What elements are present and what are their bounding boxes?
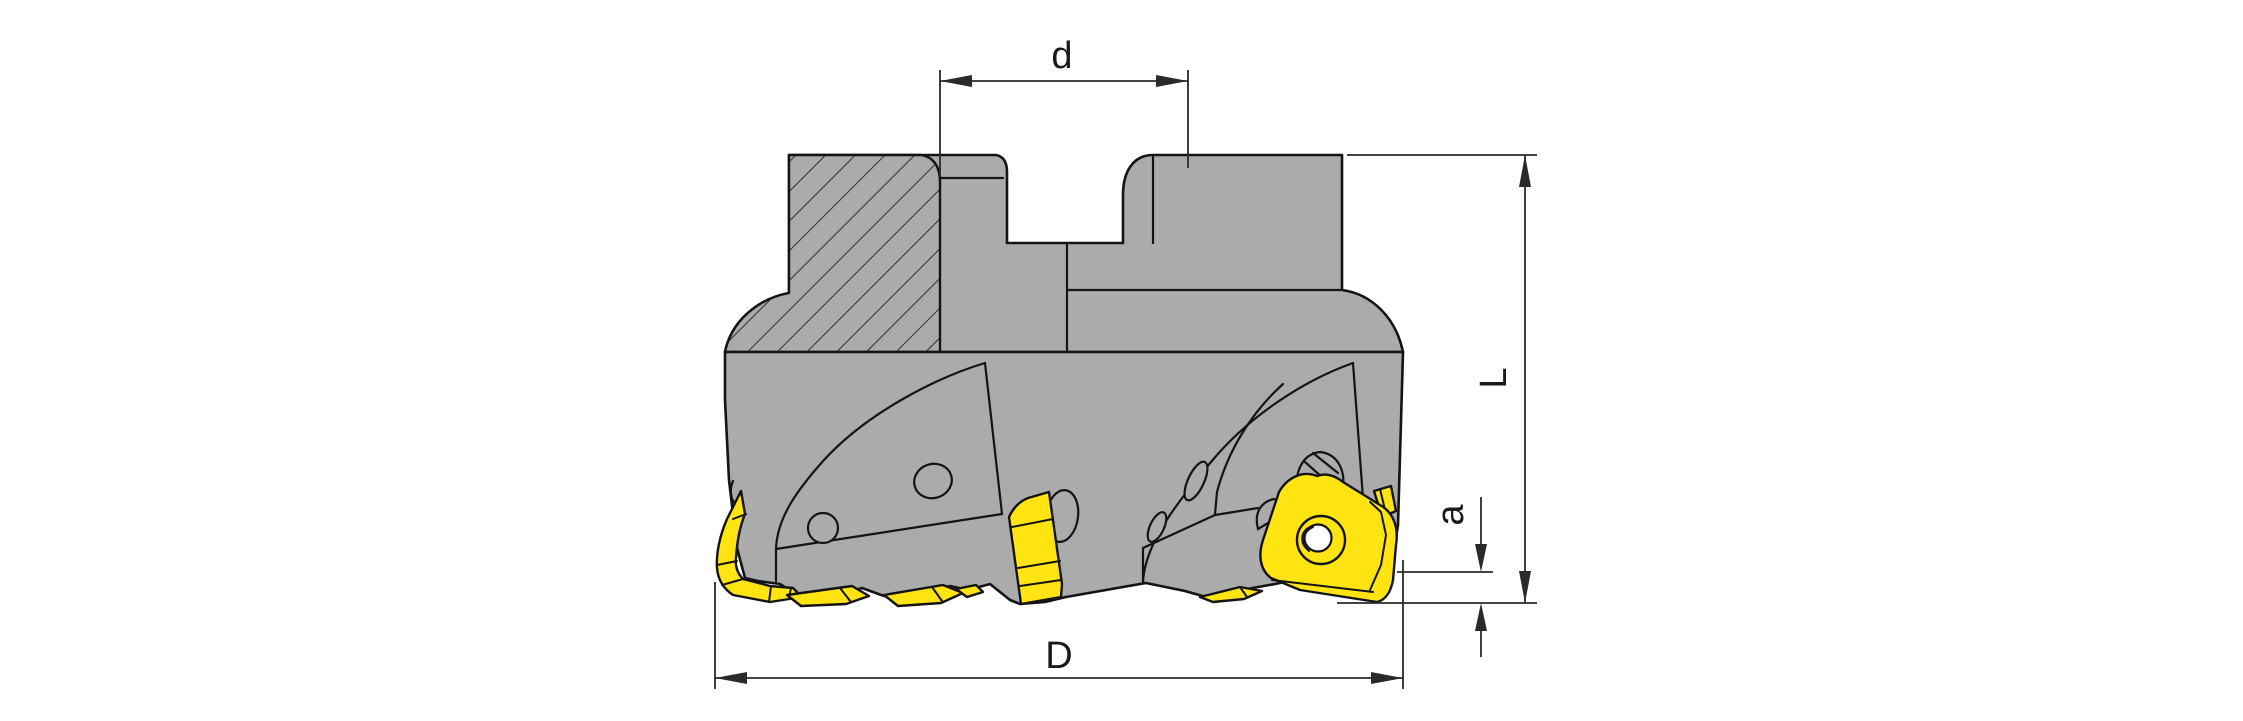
left-chip-pocket	[774, 361, 1004, 583]
pocket-inner-curve	[1213, 382, 1285, 516]
dimension-annotations: d L a D	[714, 35, 1537, 689]
coolant-hole	[913, 462, 953, 500]
bottom-insert-1	[785, 584, 871, 608]
front-insert	[1007, 490, 1064, 606]
insert-facet-line	[768, 585, 772, 603]
dimension-label-d: d	[1051, 35, 1072, 77]
cutter-body	[723, 350, 1405, 606]
arrowhead-down	[1519, 571, 1531, 603]
bottom-insert-fragment	[954, 583, 985, 599]
bottom-insert-3	[1198, 585, 1264, 604]
dimension-a: a	[1337, 497, 1537, 657]
dimension-D: D	[714, 560, 1404, 689]
insert-body	[1198, 585, 1264, 604]
dimension-label-L: L	[1473, 367, 1515, 388]
trigon-insert	[1259, 472, 1398, 604]
insert-facet-line	[1019, 579, 1062, 587]
cutter-hub	[723, 153, 1405, 354]
arrowhead-up	[1519, 155, 1531, 187]
carbide-inserts	[715, 472, 1398, 608]
arrowhead-left	[715, 672, 747, 684]
pocket-edge	[1351, 361, 1366, 514]
arrowhead-right	[1156, 75, 1188, 87]
coolant-hole	[1146, 511, 1168, 543]
insert-facet-line	[1369, 501, 1388, 591]
insert-body	[785, 584, 871, 608]
screw-hole-bore-arc	[1302, 526, 1314, 552]
hatch-section	[723, 153, 942, 354]
dimension-L: L	[1347, 154, 1537, 603]
clamp-facet-line	[1311, 451, 1340, 475]
insert-facet-line	[732, 513, 747, 520]
dimension-label-D: D	[1045, 635, 1072, 677]
pocket-curve	[774, 361, 987, 551]
insert-body	[882, 583, 965, 608]
insert-facet-line	[1011, 518, 1054, 528]
insert-facet-line	[716, 560, 738, 566]
dimension-label-a: a	[1430, 504, 1472, 526]
insert-facet-line	[1239, 586, 1248, 598]
coolant-hole	[806, 511, 840, 545]
insert-facet-line	[931, 586, 943, 602]
coolant-hole	[1183, 460, 1209, 502]
arrowhead-up	[1475, 603, 1487, 631]
insert-facet-line	[1017, 560, 1061, 569]
arrowhead-right	[1371, 672, 1403, 684]
bottom-insert-2	[882, 583, 965, 608]
insert-facet-line	[721, 578, 744, 586]
pocket-edge	[983, 361, 1004, 516]
insert-facet-line	[1271, 579, 1374, 593]
dimension-d: d	[939, 35, 1189, 177]
right-chip-pocket	[1141, 361, 1366, 584]
insert-facet-line	[839, 587, 852, 603]
pocket-floor	[774, 512, 1004, 551]
pocket-floor	[1141, 506, 1260, 550]
arrowhead-left	[940, 75, 972, 87]
arrowhead-down	[1475, 544, 1487, 572]
